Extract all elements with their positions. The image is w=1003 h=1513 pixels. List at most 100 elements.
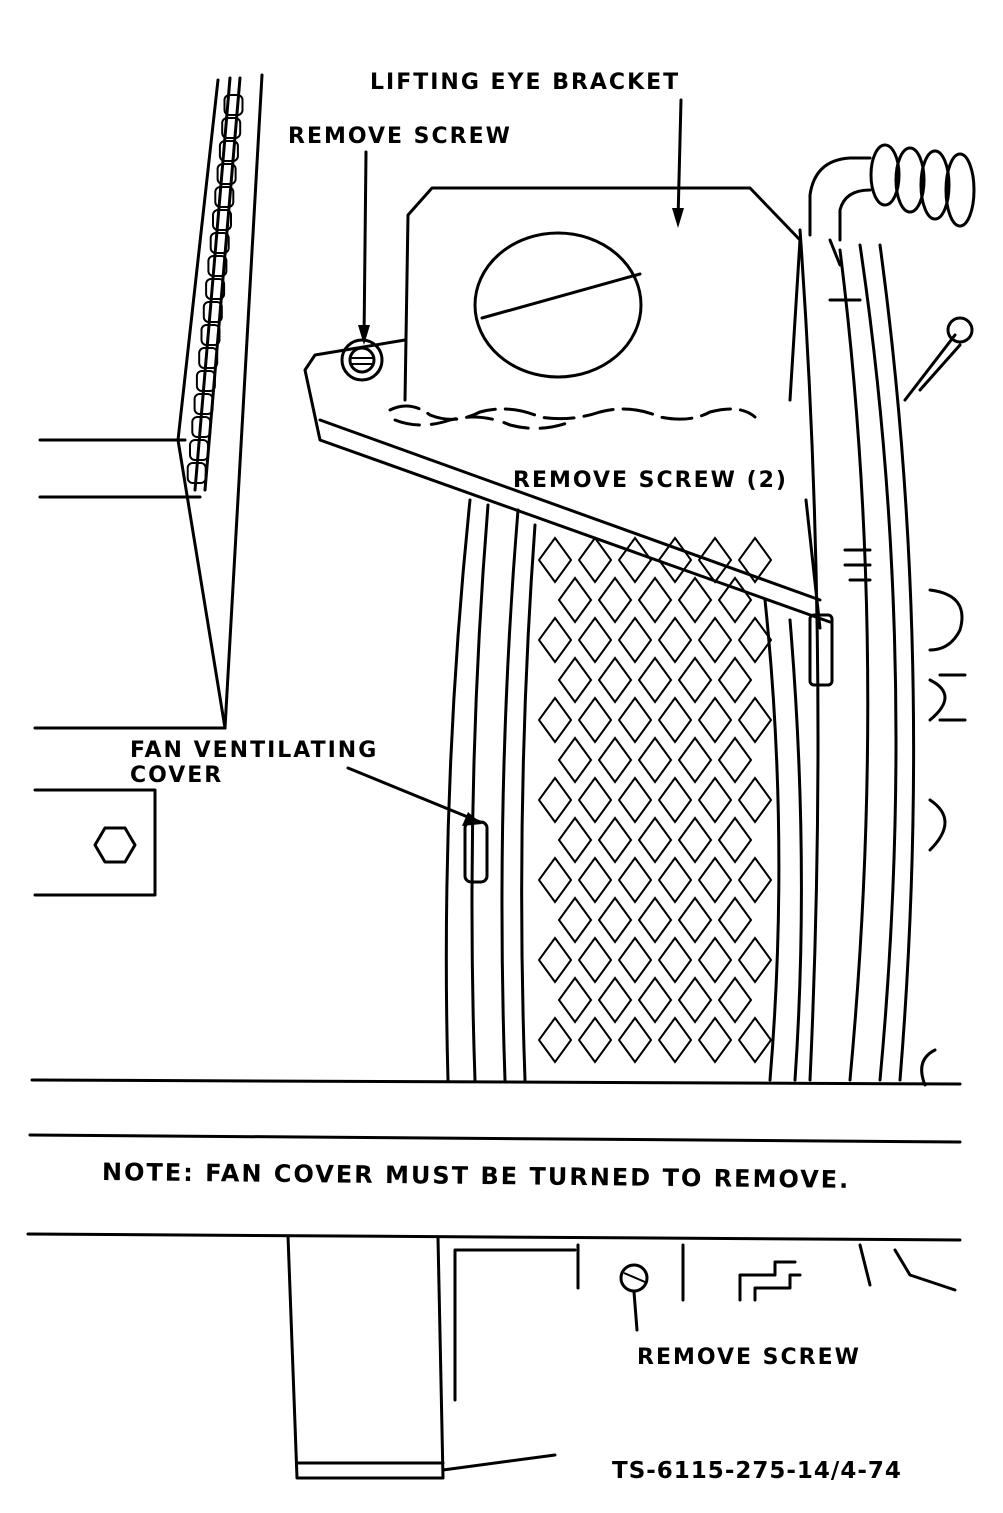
- hinge-knuckle: [191, 416, 212, 438]
- hinge-knuckle: [200, 324, 221, 346]
- label-remove-screw-top: REMOVE SCREW: [288, 124, 512, 149]
- mesh-cell: [537, 536, 573, 584]
- flex-hose: [808, 143, 976, 267]
- lifting-eye-bracket: [303, 186, 832, 624]
- label-remove-screw-bottom: REMOVE SCREW: [637, 1345, 861, 1370]
- mesh-cell: [617, 856, 653, 904]
- mesh-cell: [557, 656, 593, 704]
- mesh-cell: [617, 616, 653, 664]
- arrow-icon: [462, 812, 482, 826]
- mesh-cell: [537, 856, 573, 904]
- hinge-knuckle: [216, 163, 237, 185]
- mesh-cell: [737, 696, 773, 744]
- mesh-cell: [677, 816, 713, 864]
- hinge-knuckle: [202, 301, 223, 323]
- mesh-cell: [637, 896, 673, 944]
- hinge-knuckle: [223, 94, 244, 116]
- fan-ventilating-cover: [444, 498, 803, 1082]
- mesh-cell: [657, 776, 693, 824]
- hinge-knuckle: [214, 186, 235, 208]
- hinge-knuckle: [218, 140, 239, 162]
- label-lifting-eye-bracket: LIFTING EYE BRACKET: [370, 70, 681, 95]
- mesh-cell: [637, 976, 673, 1024]
- mesh-cell: [657, 696, 693, 744]
- mesh-cell: [557, 816, 593, 864]
- side-plate: [33, 788, 157, 897]
- mesh-cell: [737, 1016, 773, 1064]
- mesh-cell: [637, 656, 673, 704]
- hinge-knuckle: [186, 462, 207, 484]
- mesh-cell: [617, 536, 653, 584]
- mesh-cell: [557, 736, 593, 784]
- label-cover: COVER: [130, 763, 224, 788]
- mesh-cell: [537, 696, 573, 744]
- mesh-cell: [597, 656, 633, 704]
- mesh-cell: [577, 536, 613, 584]
- mesh-cell: [697, 776, 733, 824]
- mesh-cell: [617, 776, 653, 824]
- mesh-cell: [737, 616, 773, 664]
- label-fan-ventilating: FAN VENTILATING: [130, 738, 379, 763]
- mesh-cell: [577, 1016, 613, 1064]
- hinge-knuckle: [189, 439, 209, 461]
- mesh-cell: [717, 656, 753, 704]
- mesh-cell: [697, 696, 733, 744]
- mesh-cell: [697, 536, 733, 584]
- mesh-cell: [577, 616, 613, 664]
- mesh-cell: [717, 816, 753, 864]
- mesh-cell: [737, 936, 773, 984]
- frame-bars: [26, 1078, 962, 1242]
- mesh-cell: [597, 896, 633, 944]
- mesh-cell: [537, 616, 573, 664]
- mesh-cell: [717, 736, 753, 784]
- mesh-cell: [537, 776, 573, 824]
- mesh-cell: [617, 696, 653, 744]
- mesh-cell: [617, 936, 653, 984]
- mesh-cell: [637, 736, 673, 784]
- mesh-cell: [717, 896, 753, 944]
- mesh-cell: [697, 936, 733, 984]
- mesh-cell: [677, 656, 713, 704]
- mesh-cell: [597, 816, 633, 864]
- mesh-cell: [577, 696, 613, 744]
- mesh-cell: [577, 856, 613, 904]
- mesh-cell: [657, 536, 693, 584]
- mesh-cell: [737, 776, 773, 824]
- mesh-cell: [717, 576, 753, 624]
- hinge-knuckle: [193, 393, 214, 415]
- hinge-knuckle: [221, 117, 242, 139]
- hex-nut-icon: [93, 826, 137, 864]
- mesh-cell: [537, 1016, 573, 1064]
- lower-assembly: [286, 1234, 957, 1480]
- mesh-cell: [557, 976, 593, 1024]
- mesh-cell: [577, 776, 613, 824]
- mesh-cell: [677, 896, 713, 944]
- figure-id: TS-6115-275-14/4-74: [612, 1458, 902, 1484]
- mesh-cell: [697, 856, 733, 904]
- mesh-cell: [697, 616, 733, 664]
- hinge-knuckle: [195, 370, 216, 392]
- hinge-knuckle: [209, 232, 230, 254]
- label-remove-screw-2: REMOVE SCREW (2): [513, 468, 788, 493]
- mesh-cell: [637, 816, 673, 864]
- leader-lines: [346, 98, 822, 826]
- mesh-cell: [657, 616, 693, 664]
- mesh-cell: [697, 1016, 733, 1064]
- mesh-cell: [677, 976, 713, 1024]
- hinge-knuckle: [198, 347, 219, 369]
- arrow-icon: [358, 325, 370, 345]
- mesh-cell: [617, 1016, 653, 1064]
- hinge-knuckle: [205, 278, 226, 300]
- hinge-knuckle: [207, 255, 228, 277]
- arrow-icon: [672, 208, 684, 228]
- mesh-cell: [557, 896, 593, 944]
- mesh-cell: [677, 576, 713, 624]
- mesh-cell: [737, 856, 773, 904]
- mesh-cell: [657, 1016, 693, 1064]
- mesh-cell: [657, 936, 693, 984]
- mesh-cell: [677, 736, 713, 784]
- mesh-cell: [557, 576, 593, 624]
- mesh-cell: [537, 936, 573, 984]
